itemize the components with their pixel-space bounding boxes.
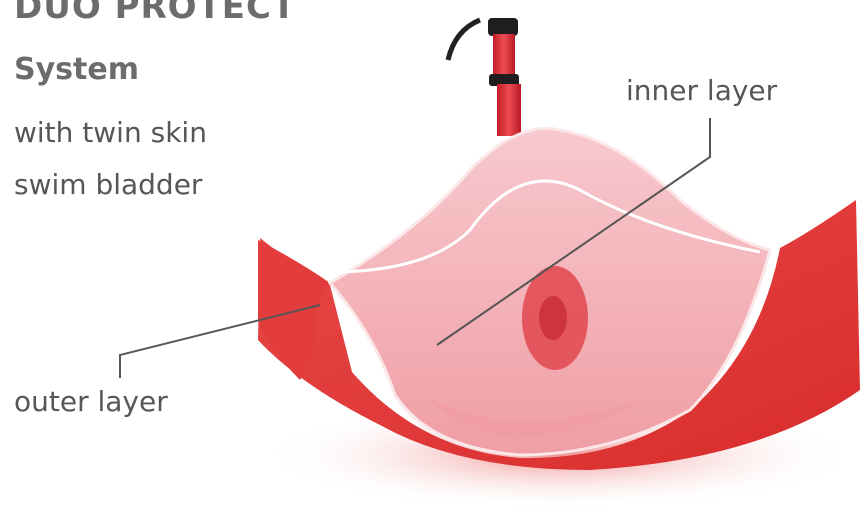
subtitle: System (14, 52, 139, 87)
outer-layer-label: outer layer (14, 385, 168, 418)
description-line-2: swim bladder (14, 168, 202, 201)
inner-layer-label: inner layer (626, 74, 777, 107)
title: DUO PROTECT (14, 0, 296, 27)
valve-tube (448, 18, 521, 136)
description-line-1: with twin skin (14, 116, 207, 149)
